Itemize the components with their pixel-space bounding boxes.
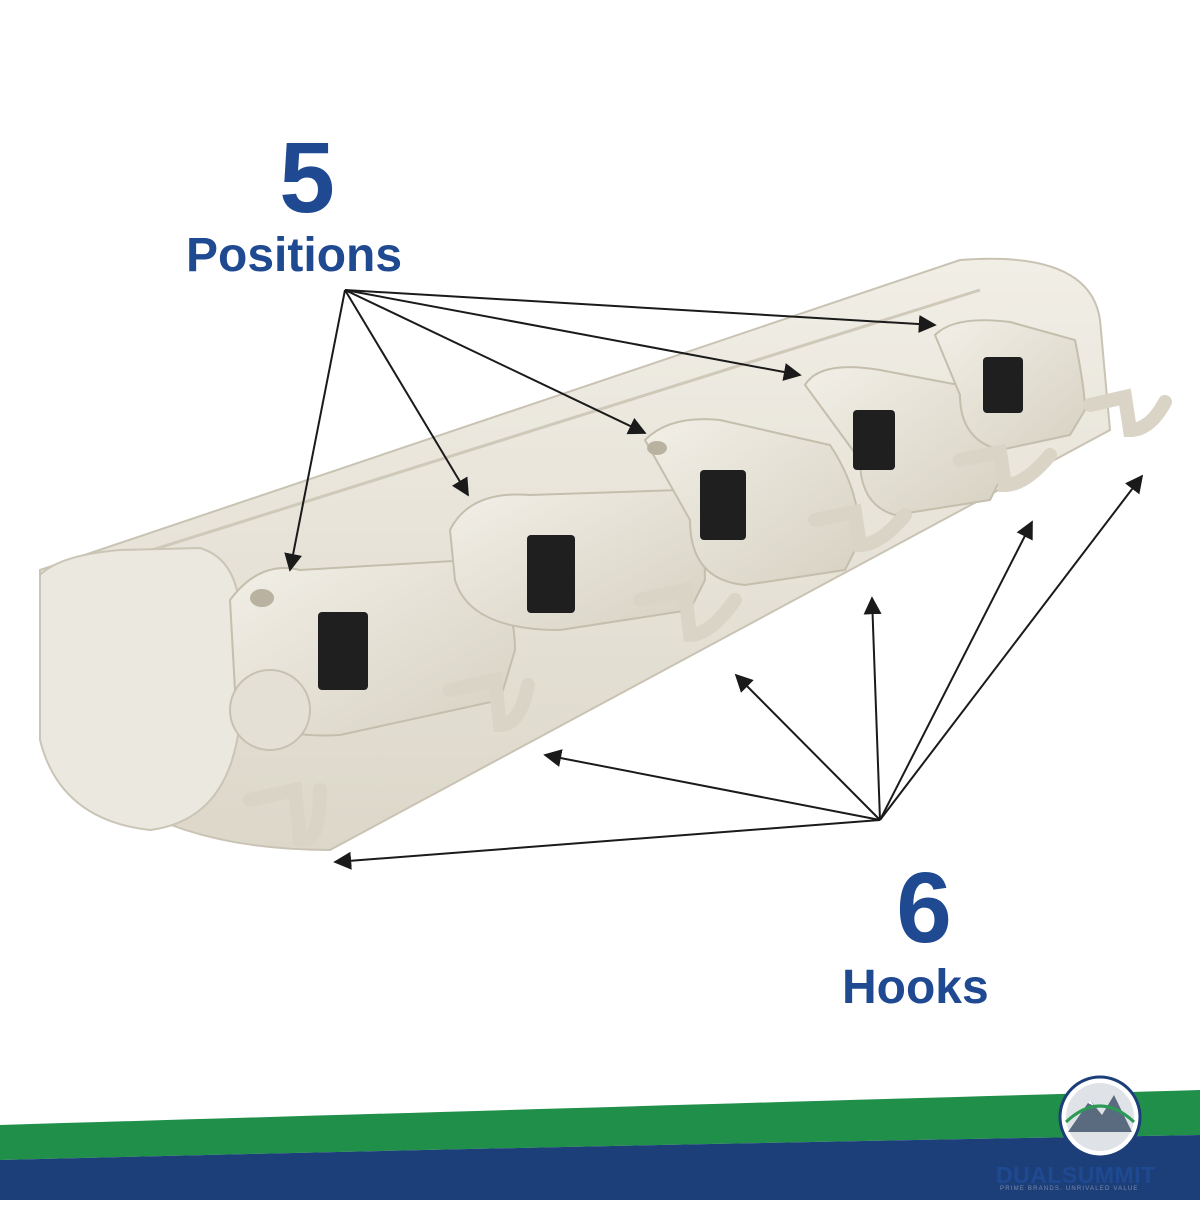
brand-wordmark: DUALSUMMIT: [996, 1162, 1156, 1188]
positions-count: 5: [279, 122, 335, 234]
brand-band: [0, 1090, 1200, 1200]
hooks-count: 6: [896, 852, 952, 964]
gripper-clip-2: [448, 488, 707, 632]
gripper-clip-4: [803, 366, 1007, 517]
hooks-label: Hooks: [842, 961, 989, 1014]
positions-label: Positions: [186, 229, 403, 282]
brand-tagline: PRIME BRANDS. UNRIVALED VALUE: [1000, 1186, 1139, 1192]
positions-arrows: [284, 289, 937, 572]
hooks: [243, 388, 1172, 848]
brand-badge: [1058, 1075, 1142, 1159]
gripper-clip-3: [643, 418, 862, 587]
gripper-clip-5: [933, 319, 1087, 452]
hooks-arrows: [333, 474, 1144, 870]
